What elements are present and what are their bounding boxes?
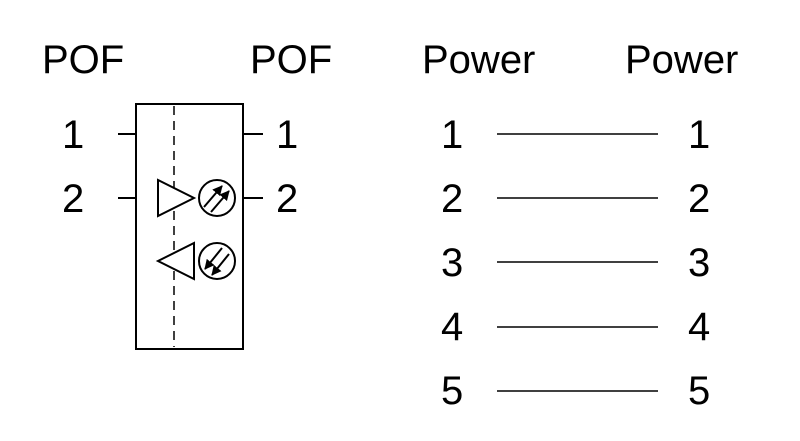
power-left-pin-1: 1 bbox=[441, 113, 463, 157]
transmitter-led-icon bbox=[157, 178, 236, 218]
pof-connector-body bbox=[135, 103, 244, 350]
power-left-pin-2: 2 bbox=[441, 177, 463, 221]
pof-right-pin-1: 1 bbox=[276, 113, 298, 157]
power-row-4: 4 4 bbox=[441, 305, 710, 349]
pof-right-pin-2: 2 bbox=[276, 177, 298, 221]
power-left-pin-4: 4 bbox=[441, 305, 463, 349]
power-left-pin-5: 5 bbox=[441, 369, 463, 413]
power-row-1: 1 1 bbox=[441, 113, 710, 157]
power-right-pin-2: 2 bbox=[688, 177, 710, 221]
power-right-pin-3: 3 bbox=[688, 241, 710, 285]
pof-left-header: POF bbox=[42, 38, 124, 82]
power-right-pin-1: 1 bbox=[688, 113, 710, 157]
power-left-pin-3: 3 bbox=[441, 241, 463, 285]
power-right-header: Power bbox=[625, 38, 738, 82]
power-row-2: 2 2 bbox=[441, 177, 710, 221]
pof-right-header: POF bbox=[250, 38, 332, 82]
receiver-photodiode-icon bbox=[155, 241, 236, 281]
power-right-pin-4: 4 bbox=[688, 305, 710, 349]
power-left-header: Power bbox=[422, 38, 535, 82]
power-row-3: 3 3 bbox=[441, 241, 710, 285]
pof-left-pin-1: 1 bbox=[62, 113, 84, 157]
power-row-5: 5 5 bbox=[441, 369, 710, 413]
pof-left-pin-2: 2 bbox=[62, 177, 84, 221]
power-right-pin-5: 5 bbox=[688, 369, 710, 413]
